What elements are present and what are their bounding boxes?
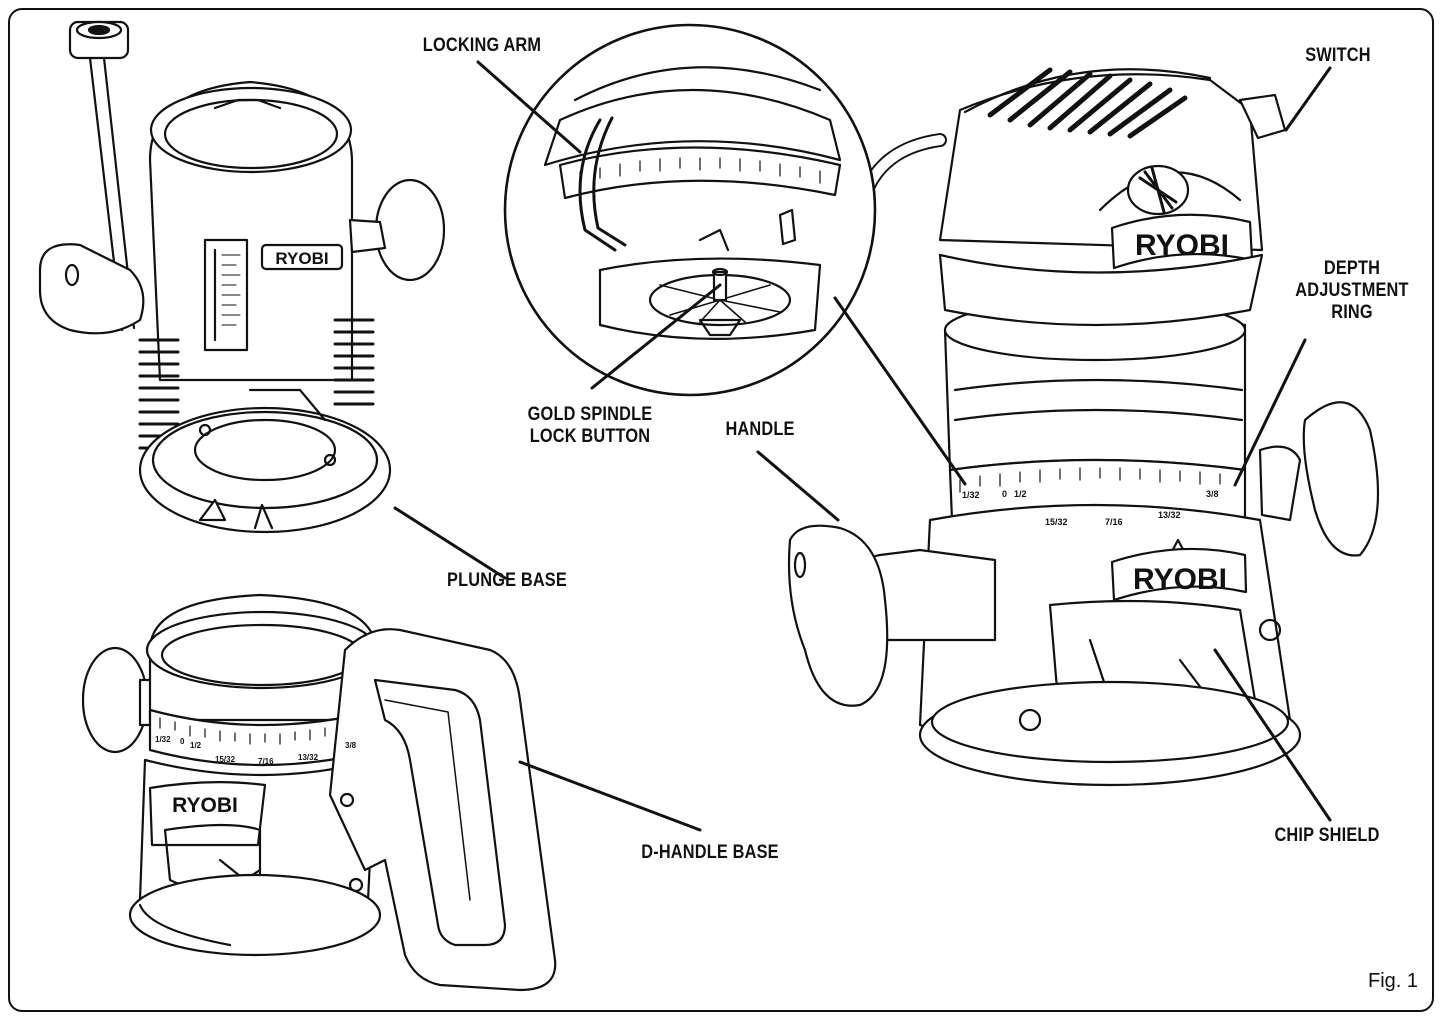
figure-number: Fig. 1 — [1368, 970, 1419, 992]
gold-spindle-lock-button-line-1: GOLD SPINDLE — [527, 404, 653, 425]
base-logo: RYOBI — [1133, 563, 1227, 596]
d-handle-base-illustration: RYOBI — [81, 593, 557, 992]
gold-spindle-lock-button-line-2: LOCK BUTTON — [529, 426, 651, 447]
leader-lines — [393, 60, 1332, 832]
locking-arm-label: LOCKING ARM — [422, 35, 542, 56]
gold-spindle-lock-button-label: GOLD SPINDLE LOCK BUTTON — [504, 404, 676, 448]
depth-adjustment-ring-line-2: ADJUSTMENT — [1295, 280, 1409, 301]
depth-adjustment-ring-line-3: RING — [1331, 302, 1373, 323]
plunge-base-label: PLUNGE BASE — [447, 570, 567, 591]
switch-label: SWITCH — [1305, 45, 1371, 66]
plunge-base-illustration: RYOBI — [38, 20, 446, 534]
motor-logo: RYOBI — [1135, 229, 1229, 262]
plunge-base-logo: RYOBI — [275, 249, 328, 268]
depth-adjustment-ring-label: DEPTH ADJUSTMENT RING — [1275, 258, 1430, 324]
handle-label: HANDLE — [725, 419, 795, 440]
d-handle-logo: RYOBI — [172, 794, 238, 817]
chip-shield-label: CHIP SHIELD — [1274, 825, 1380, 846]
router-motor-illustration: RYOBI RYOBI — [787, 67, 1380, 787]
d-handle-base-label: D-HANDLE BASE — [641, 842, 779, 863]
spindle-lock-detail-circle — [503, 23, 877, 397]
depth-adjustment-ring-line-1: DEPTH — [1323, 258, 1381, 279]
figure-frame — [8, 8, 1434, 1012]
